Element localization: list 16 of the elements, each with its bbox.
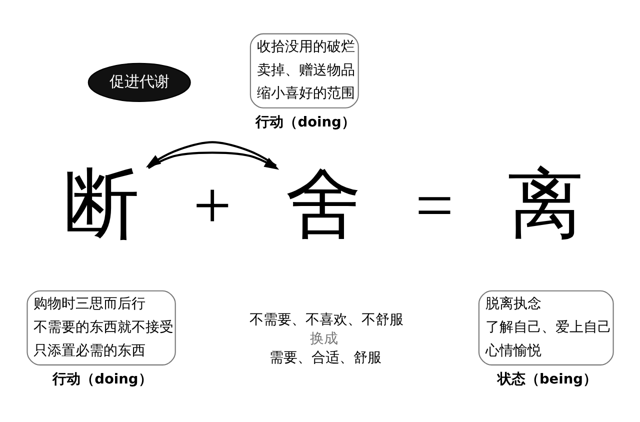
label: = xyxy=(415,168,454,244)
node-label: 状态（being） xyxy=(497,371,597,388)
node-label: 行动（doing） xyxy=(52,371,152,388)
label: + xyxy=(193,168,232,244)
label: 不需要、不喜欢、不舒服 xyxy=(249,312,404,328)
label: 需要、合适、舒服 xyxy=(269,350,382,366)
node-box: 收拾没用的破烂 卖掉、赠送物品 缩小喜好的范围 xyxy=(250,33,359,108)
node-box: 购物时三思而后行 不需要的东西就不接受 只添置必需的东西 xyxy=(26,290,176,366)
node-text: 舍 xyxy=(285,163,362,248)
node-text: 断 xyxy=(63,163,140,248)
node-label: 行动（doing） xyxy=(256,114,356,130)
node-box: 脱离执念 了解自己、爱上自己 心情愉悦 xyxy=(478,290,614,366)
node-text: 离 xyxy=(508,163,584,248)
node-ellipse: 促进代谢 xyxy=(88,62,191,102)
label: 换成 xyxy=(310,331,338,348)
arrow xyxy=(146,141,277,168)
